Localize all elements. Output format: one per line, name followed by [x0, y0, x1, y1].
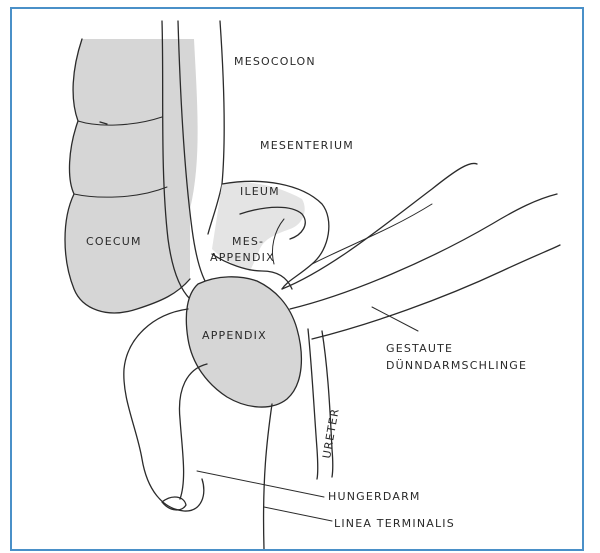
- label-mesocolon: MESOCOLON: [234, 55, 316, 68]
- label-mesappendix-line2: APPENDIX: [210, 251, 275, 264]
- pelvic-wall: [264, 404, 272, 549]
- anatomy-sketch: MESOCOLON MESENTERIUM ILEUM COECUM MES- …: [12, 9, 582, 549]
- pelvic-loop-inner: [179, 364, 207, 499]
- label-gestaute-line2: DÜNNDARMSCHLINGE: [386, 359, 527, 372]
- small-intestine-loop-lower: [312, 245, 560, 339]
- leader-hungerdarm: [197, 471, 324, 497]
- figure-frame: MESOCOLON MESENTERIUM ILEUM COECUM MES- …: [10, 7, 584, 551]
- small-intestine-loop-inner: [290, 194, 557, 309]
- label-mesenterium: MESENTERIUM: [260, 139, 354, 152]
- label-ureter: URETER: [320, 407, 342, 460]
- label-ileum: ILEUM: [240, 185, 280, 198]
- label-appendix: APPENDIX: [202, 329, 267, 342]
- label-hungerdarm: HUNGERDARM: [328, 490, 421, 503]
- small-intestine-loop-outer: [282, 163, 477, 289]
- label-gestaute-line1: GESTAUTE: [386, 342, 453, 355]
- leader-linea: [264, 507, 332, 521]
- label-coecum: COECUM: [86, 235, 142, 248]
- label-mesappendix-line1: MES-: [232, 235, 264, 248]
- ureter-left: [308, 329, 318, 479]
- label-linea-terminalis: LINEA TERMINALIS: [334, 517, 455, 530]
- coecum-shape: [65, 39, 198, 313]
